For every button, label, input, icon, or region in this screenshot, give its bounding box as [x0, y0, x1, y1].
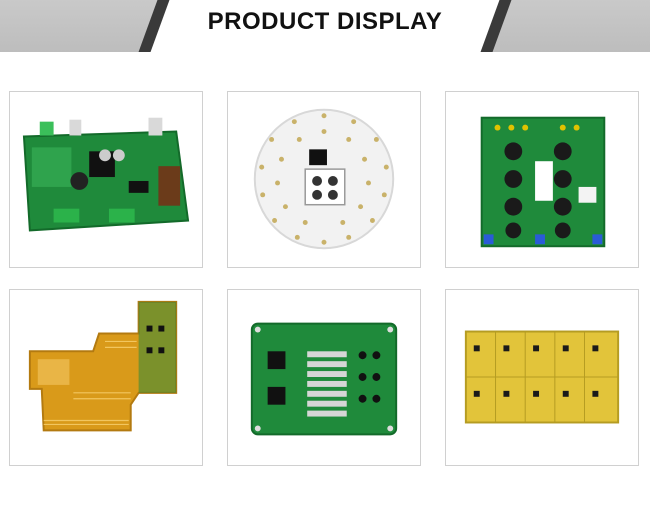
green-control-pcb-icon [22, 117, 190, 232]
product-tile-5[interactable] [227, 289, 421, 466]
product-tile-6[interactable] [445, 289, 639, 466]
header-banner: PRODUCT DISPLAY [0, 0, 650, 52]
banner-left-band [0, 0, 158, 52]
page-title: PRODUCT DISPLAY [207, 8, 443, 35]
yellow-panel-pcb-icon [464, 330, 620, 424]
product-tile-4[interactable] [9, 289, 203, 466]
banner-right-band [492, 0, 650, 52]
flexible-pcb-icon [28, 300, 178, 432]
round-led-pcb-icon [253, 108, 395, 250]
green-logic-pcb-icon [250, 322, 398, 436]
product-tile-2[interactable] [227, 91, 421, 268]
product-tile-3[interactable] [445, 91, 639, 268]
power-capacitor-pcb-icon [480, 116, 606, 248]
product-tile-1[interactable] [9, 91, 203, 268]
